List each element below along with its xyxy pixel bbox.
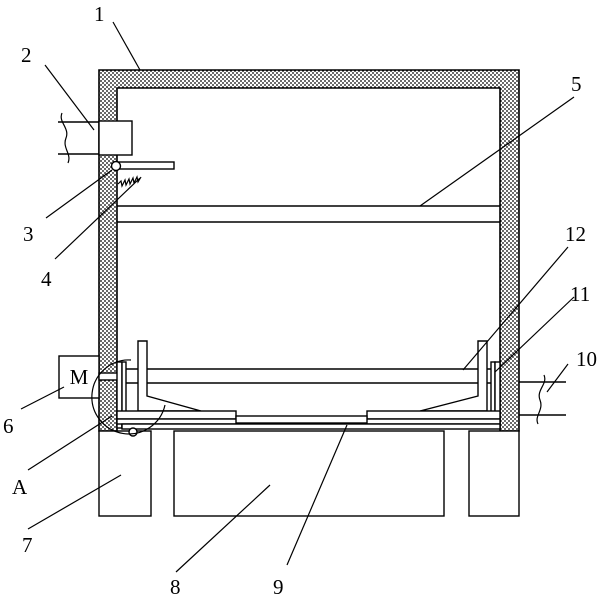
label-6: 6 bbox=[3, 414, 14, 438]
label-A: A bbox=[12, 475, 28, 499]
label-10: 10 bbox=[576, 347, 597, 371]
right-pipe-element bbox=[519, 374, 566, 425]
label-8: 8 bbox=[170, 575, 181, 599]
hinged-flap bbox=[110, 160, 175, 188]
label-2: 2 bbox=[21, 43, 32, 67]
collection-box bbox=[173, 430, 445, 517]
label-12: 12 bbox=[565, 222, 586, 246]
label-3: 3 bbox=[23, 222, 34, 246]
upper-plate bbox=[117, 205, 500, 223]
label-7: 7 bbox=[22, 533, 33, 557]
support-legs bbox=[98, 430, 520, 517]
label-9: 9 bbox=[273, 575, 284, 599]
housing-wall bbox=[98, 69, 520, 432]
leader-lines bbox=[20, 21, 575, 573]
label-4: 4 bbox=[41, 267, 52, 291]
label-1: 1 bbox=[94, 2, 105, 26]
left-pipe-element bbox=[58, 112, 133, 164]
label-5: 5 bbox=[571, 72, 582, 96]
motor-letter: M bbox=[70, 365, 89, 389]
lower-mechanism bbox=[116, 340, 501, 437]
label-11: 11 bbox=[570, 282, 590, 306]
detail-circle-A bbox=[91, 359, 166, 435]
